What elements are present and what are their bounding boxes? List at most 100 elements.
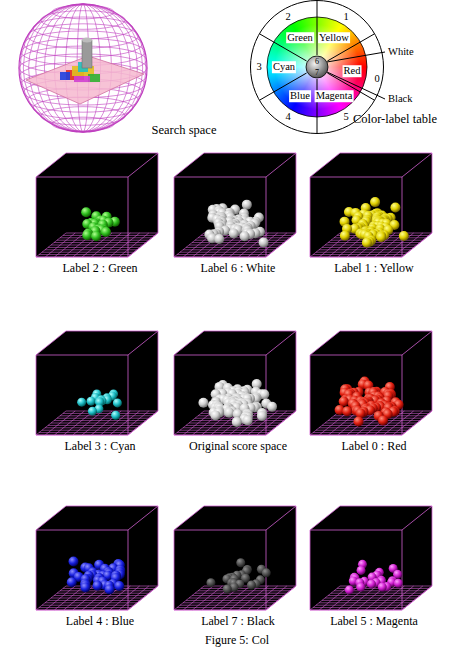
grid-line — [54, 242, 146, 243]
voxel-box — [28, 327, 168, 439]
score-panel: Label 4 : Blue — [28, 502, 172, 628]
box-edge — [340, 331, 432, 332]
color-name: Red — [343, 65, 362, 77]
box-edge — [310, 177, 402, 178]
voxel — [356, 583, 365, 592]
voxel — [362, 238, 372, 248]
box-edge — [36, 153, 66, 177]
object-tower — [82, 40, 92, 68]
grid-line — [195, 593, 287, 594]
grid-line — [402, 586, 432, 610]
object-part — [60, 72, 70, 80]
box-edge — [310, 355, 402, 356]
voxel — [214, 234, 224, 244]
box-edge — [174, 257, 266, 258]
grid-line — [66, 233, 158, 234]
box-edge — [128, 586, 158, 610]
box-edge — [128, 355, 129, 435]
grid-line — [393, 586, 423, 610]
box-edge — [36, 257, 128, 258]
grid-line — [266, 233, 296, 257]
voxel — [367, 579, 376, 588]
box-edge — [310, 257, 402, 258]
grid-line — [54, 420, 146, 421]
box-face — [310, 153, 432, 257]
box-edge — [402, 355, 403, 435]
voxel — [236, 558, 245, 567]
voxel — [68, 557, 78, 567]
voxel-box — [302, 502, 442, 614]
box-edge — [128, 411, 158, 435]
box-edge — [310, 610, 402, 611]
box-edge — [266, 153, 296, 177]
caption-label: Color-label table — [340, 113, 437, 127]
box-edge — [310, 331, 340, 355]
box-edge — [296, 331, 297, 411]
box-edge — [36, 435, 128, 436]
box-edge — [266, 411, 296, 435]
voxel-box — [166, 149, 306, 261]
object-top — [82, 38, 92, 43]
box-edge — [128, 530, 129, 610]
grid-line — [328, 420, 420, 421]
grid-line — [91, 411, 121, 435]
box-edge — [310, 530, 311, 610]
grid-line — [192, 595, 284, 596]
voxel — [370, 197, 380, 207]
box-edge — [402, 586, 432, 610]
box-edge — [36, 610, 128, 611]
grid-line — [238, 586, 268, 610]
voxel — [198, 398, 208, 408]
box-face — [174, 331, 296, 435]
grid-line — [110, 233, 140, 257]
voxel — [243, 415, 253, 425]
sector-line — [317, 79, 318, 133]
score-panel: Label 7 : Black — [166, 502, 310, 628]
grid-line — [174, 435, 266, 436]
box-edge — [310, 530, 402, 531]
box-edge — [204, 506, 296, 507]
grid-line — [110, 411, 140, 435]
box-edge — [402, 411, 432, 435]
label-number: 1 — [343, 11, 348, 23]
panel-label: Label 3 : Cyan — [28, 439, 172, 453]
box-edge — [432, 506, 433, 586]
box-face — [36, 331, 158, 435]
box-edge — [128, 233, 158, 257]
grid-line — [266, 586, 296, 610]
box-edge — [36, 331, 66, 355]
sphere-outline — [19, 4, 147, 132]
label-number: 2 — [285, 11, 290, 23]
grid-line — [257, 586, 287, 610]
box-edge — [402, 153, 432, 177]
grid-line — [57, 240, 149, 241]
grid-line — [310, 435, 402, 436]
box-edge — [174, 355, 266, 356]
box-edge — [174, 153, 204, 177]
box-edge — [310, 153, 340, 177]
grid-line — [189, 598, 281, 599]
ring-line — [267, 17, 367, 117]
sector-line — [317, 1, 318, 55]
object-part — [74, 76, 90, 82]
box-edge — [158, 331, 159, 411]
grid-line — [57, 593, 149, 594]
label-number: 5 — [343, 111, 348, 123]
score-panel: Label 2 : Green — [28, 149, 172, 275]
box-edge — [158, 153, 159, 233]
grid-line — [331, 593, 423, 594]
label-number: 4 — [285, 111, 290, 123]
grid-line — [257, 411, 287, 435]
box-edge — [158, 506, 159, 586]
voxel-box — [166, 327, 306, 439]
label-number: 7 — [315, 69, 319, 78]
color-name: Blue — [289, 91, 311, 103]
box-edge — [204, 153, 296, 154]
box-edge — [174, 331, 204, 355]
box-edge — [66, 153, 158, 154]
score-panel: Original score space — [166, 327, 310, 453]
panel-label: Label 7 : Black — [166, 614, 310, 628]
center-sphere — [306, 56, 328, 78]
grid-line — [266, 411, 296, 435]
